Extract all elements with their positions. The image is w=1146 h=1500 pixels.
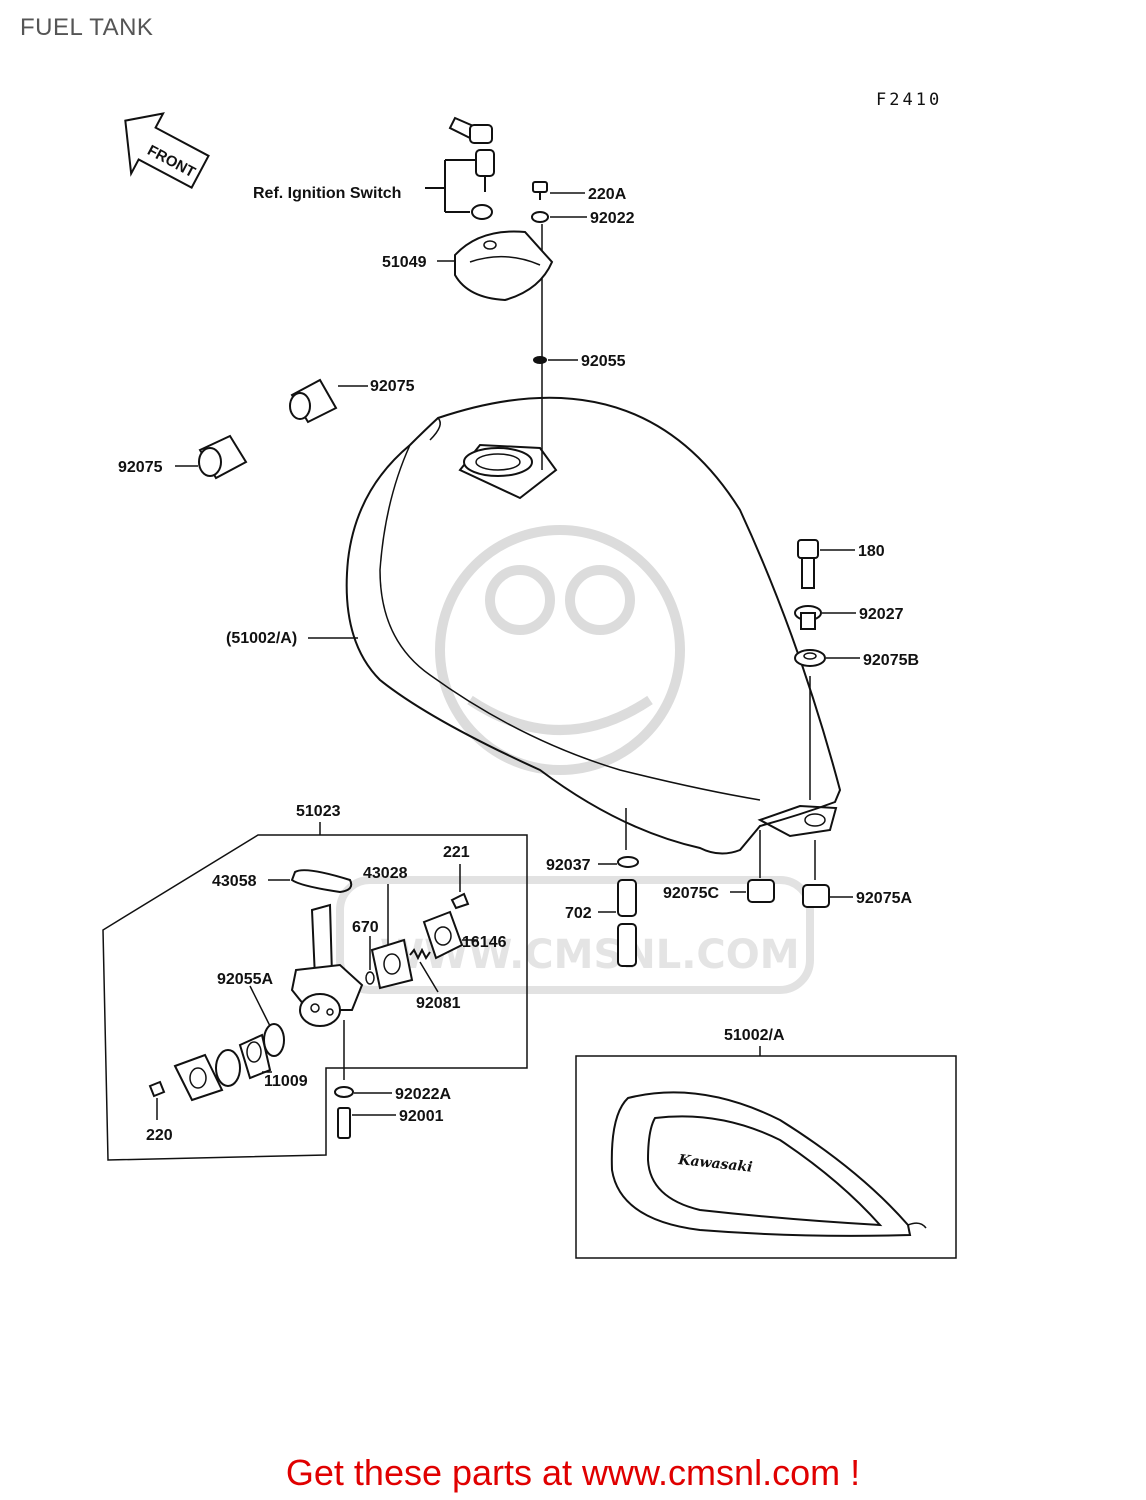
label-92022: 92022 (590, 210, 635, 227)
label-92075A: 92075A (856, 890, 912, 907)
label-11009: 11009 (264, 1073, 308, 1090)
damper-92075A (802, 884, 830, 908)
label-92022A: 92022A (395, 1086, 451, 1103)
label-702: 702 (565, 905, 592, 922)
label-670: 670 (352, 919, 379, 936)
label-92037: 92037 (546, 857, 591, 874)
screw-221 (450, 892, 470, 910)
tank-decal: Kawasaki (610, 1091, 927, 1237)
label-51023: 51023 (296, 803, 341, 820)
fuel-tank (345, 396, 842, 855)
filter-11009 (238, 1033, 272, 1080)
label-220: 220 (146, 1127, 173, 1144)
bolt-220A (532, 181, 548, 200)
label-92055: 92055 (581, 353, 626, 370)
footer-link[interactable]: Get these parts at www.cmsnl.com ! (285, 1452, 861, 1493)
ref-ignition-switch-label: Ref. Ignition Switch (253, 185, 401, 202)
mount-plate (173, 1053, 224, 1102)
cover-16146 (422, 910, 464, 960)
label-16146: 16146 (462, 934, 507, 951)
kawasaki-brand-label: Kawasaki (677, 1152, 754, 1176)
fuel-tap-body (290, 903, 364, 1080)
collar-92027 (794, 605, 822, 630)
washer-92022A (334, 1086, 354, 1098)
gasket-plate (215, 1049, 241, 1087)
label-43058: 43058 (212, 873, 257, 890)
label-92001: 92001 (399, 1108, 444, 1125)
bolt-92001 (337, 1107, 351, 1139)
screw-220 (148, 1080, 166, 1098)
gasket-43058 (290, 869, 353, 894)
parts-diagram: WWW.CMSNL.COM FRONT Ref. Ignition Switch… (102, 112, 957, 1259)
hose-702 (617, 879, 637, 967)
diaphragm-43028 (370, 938, 414, 990)
washer-92022 (531, 211, 549, 223)
clamp-92037 (617, 856, 639, 868)
label-221: 221 (443, 844, 470, 861)
front-arrow-icon: FRONT (124, 112, 210, 189)
oring-92055A (263, 1023, 285, 1057)
figure-code: F2410 (876, 90, 943, 110)
ignition-key-icon (448, 116, 495, 220)
label-92075-lower: 92075 (118, 459, 163, 476)
label-92075-upper: 92075 (370, 378, 415, 395)
label-51049: 51049 (382, 254, 427, 271)
label-92075B: 92075B (863, 652, 919, 669)
label-180: 180 (858, 543, 885, 560)
label-220A: 220A (588, 186, 627, 203)
label-92081: 92081 (416, 995, 461, 1012)
bolt-180 (797, 539, 819, 589)
spring-92081 (409, 947, 431, 961)
ring-670 (365, 971, 375, 985)
fuel-cap-51049 (454, 230, 554, 302)
damper-92075-upper (289, 378, 338, 424)
label-92075C: 92075C (663, 885, 719, 902)
label-51002A-tank: (51002/A) (226, 630, 297, 647)
label-92027: 92027 (859, 606, 904, 623)
decal-inset-frame (575, 1055, 957, 1259)
page-title: FUEL TANK (20, 14, 154, 41)
damper-92075C (747, 879, 775, 903)
label-51002A-decal: 51002/A (724, 1027, 785, 1044)
damper-92075B (794, 649, 826, 667)
label-43028: 43028 (363, 865, 408, 882)
gasket-92055 (533, 356, 547, 364)
label-92055A: 92055A (217, 971, 273, 988)
damper-92075-lower (198, 434, 248, 480)
